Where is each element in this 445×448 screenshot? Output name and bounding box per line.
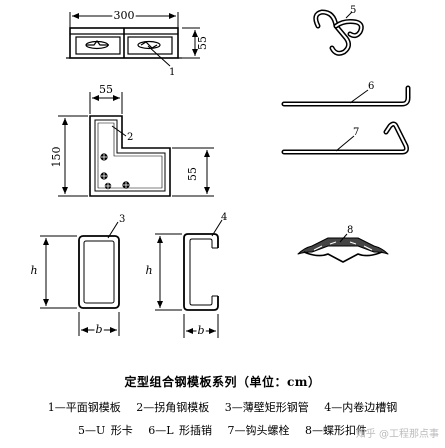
dim-b-tube [78, 312, 120, 336]
dim-h-tube [40, 235, 77, 309]
dim-55-plate [182, 27, 200, 59]
legend-item-5: 5—U 形卡 [77, 424, 133, 437]
hook-bolt-drawing [281, 121, 409, 155]
dim-55-plate-label: 55 [196, 36, 209, 50]
dim-55-corner-top-label: 55 [99, 83, 113, 96]
callout-6-leader [349, 89, 369, 104]
legend-item-3: 3—薄壁矩形钢管 [224, 401, 309, 414]
legend-item-2: 2—拐角钢模板 [136, 401, 210, 414]
dim-b-channel-label: b [197, 324, 204, 337]
dim-55-corner-side [172, 147, 214, 197]
dim-150-label: 150 [50, 147, 63, 168]
callout-8: 8 [347, 225, 353, 236]
legend-item-1: 1—平面钢模板 [47, 401, 121, 414]
legend-item-4: 4—内卷边槽钢 [324, 401, 398, 414]
dim-300 [69, 12, 179, 28]
callout-5-leader [345, 11, 353, 19]
channel-drawing [183, 233, 219, 311]
u-clip-drawing [313, 9, 364, 56]
legend-row-2: 5—U 形卡 6—L 形插销 7—钩头螺栓 8—蝶形扣件 [0, 422, 445, 438]
callout-1-leader [147, 45, 171, 67]
callout-3-leader [107, 221, 119, 239]
dim-300-label: 300 [114, 9, 135, 22]
dim-b-channel [183, 314, 219, 338]
corner-formwork-drawing [89, 115, 171, 197]
dim-h-channel [155, 233, 182, 311]
legend-item-8: 8—蝶形扣件 [305, 424, 368, 437]
callout-7: 7 [353, 127, 359, 138]
dim-55-corner-side-label: 55 [186, 167, 199, 181]
butterfly-fastener-drawing [297, 237, 389, 263]
dim-55-corner-top [89, 92, 123, 114]
callout-8-leader [339, 233, 348, 243]
callout-1: 1 [169, 67, 175, 78]
figure-title: 定型组合钢模板系列（单位：cm） [124, 375, 321, 389]
dim-b-tube-label: b [95, 323, 102, 336]
flat-formwork-drawing [66, 27, 182, 59]
legend-row-1: 1—平面钢模板 2—拐角钢模板 3—薄壁矩形钢管 4—内卷边槽钢 [0, 399, 445, 415]
l-pin-drawing [281, 85, 411, 107]
legend-item-7: 7—钩头螺栓 [227, 424, 290, 437]
callout-5: 5 [350, 5, 356, 16]
watermark: 知乎 @工程那点事 [355, 429, 439, 440]
corner-hole-crosses [101, 154, 129, 189]
callout-2: 2 [127, 132, 133, 143]
callout-4: 4 [221, 212, 227, 223]
dim-h-channel-label: h [145, 264, 152, 277]
dim-h-tube-label: h [30, 264, 37, 277]
legend-item-6: 6—L 形插销 [148, 424, 213, 437]
callout-3: 3 [119, 214, 125, 225]
rect-tube-drawing [78, 235, 120, 309]
corner-bolt-holes [100, 153, 130, 190]
callout-6: 6 [368, 81, 374, 92]
callout-7-leader [335, 135, 355, 152]
callout-4-leader [211, 219, 223, 237]
callout-2-leader [111, 125, 127, 137]
dim-150 [58, 115, 88, 197]
